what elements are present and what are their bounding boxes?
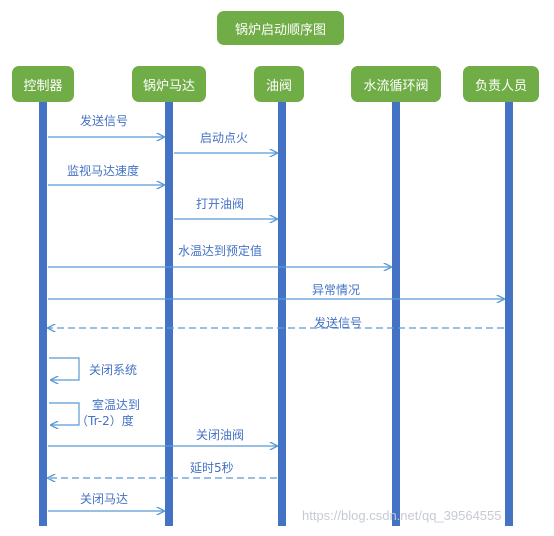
- lifeline-controller: [39, 102, 47, 526]
- message-arrow: [49, 402, 80, 425]
- participant-pump: 水流循环阀: [351, 66, 441, 102]
- message-label: 异常情况: [312, 283, 361, 297]
- message-arrow: [49, 357, 80, 380]
- lifeline-staff: [505, 102, 513, 526]
- message-label: 水温达到预定值: [178, 244, 263, 258]
- message-label: 发送信号: [80, 114, 129, 128]
- message-label: 打开油阀: [196, 197, 245, 211]
- participant-motor: 锅炉马达: [132, 66, 206, 102]
- diagram-title: 锅炉启动顺序图: [217, 11, 344, 45]
- lifeline-valve: [278, 102, 286, 526]
- message-label: 监视马达速度: [67, 164, 140, 178]
- participant-valve: 油阀: [254, 66, 304, 102]
- message-label: 延时5秒: [190, 461, 234, 475]
- message-label: 关闭系统: [89, 363, 138, 377]
- lifeline-pump: [392, 102, 400, 526]
- message-label: 关闭油阀: [196, 428, 245, 442]
- watermark: https://blog.csdn.net/qq_39564555: [302, 508, 502, 523]
- participant-staff: 负责人员: [463, 66, 539, 102]
- message-label: 关闭马达: [80, 492, 129, 506]
- message-label: 室温达到: [92, 398, 141, 412]
- message-label: 发送信号: [314, 316, 363, 330]
- message-label: （Tr-2）度: [76, 414, 134, 428]
- lifeline-motor: [165, 102, 173, 526]
- participant-controller: 控制器: [12, 66, 74, 102]
- message-label: 启动点火: [200, 131, 249, 145]
